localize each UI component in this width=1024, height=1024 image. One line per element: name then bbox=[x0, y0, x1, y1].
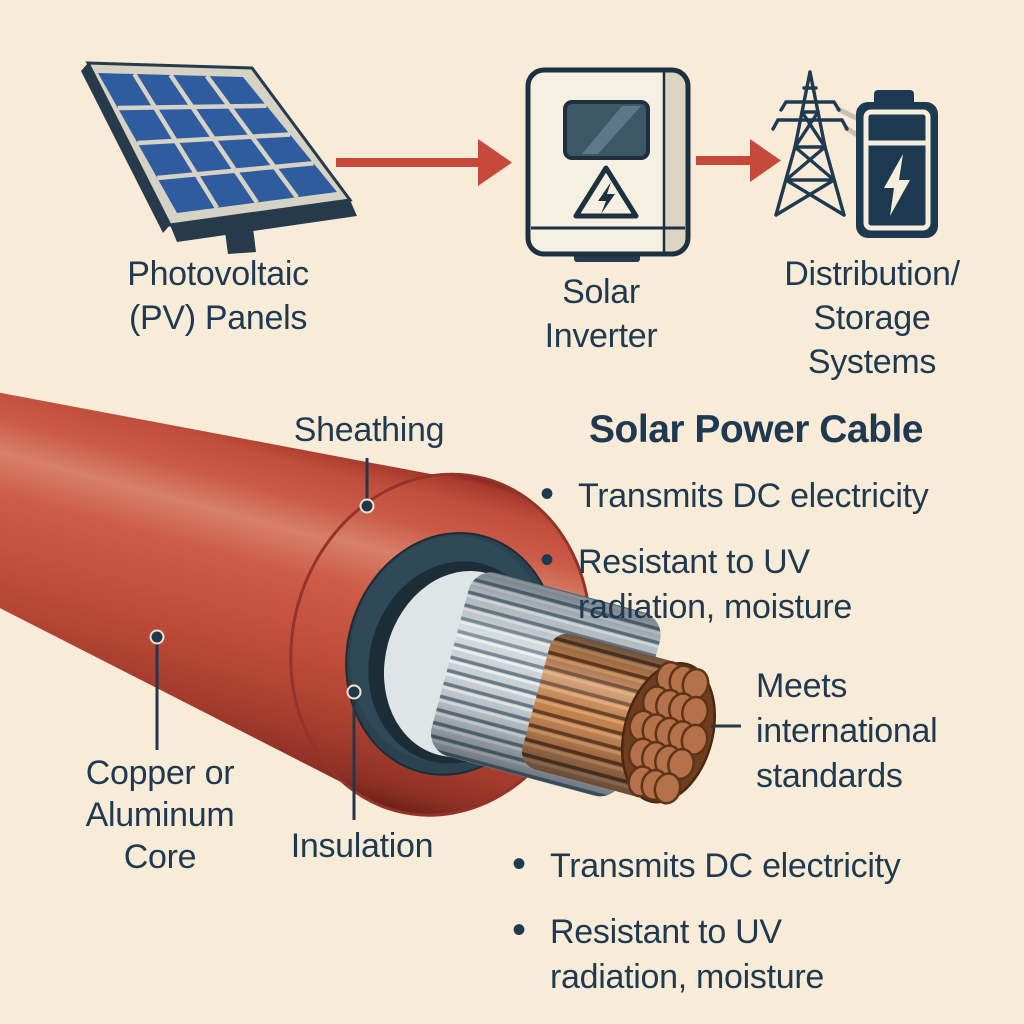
copper-strand-end bbox=[653, 772, 682, 805]
tower-lattice bbox=[771, 70, 849, 217]
cable-title: Solar Power Cable bbox=[589, 408, 923, 451]
battery-icon bbox=[856, 90, 938, 238]
arrow-1-shaft bbox=[336, 158, 480, 167]
feature-item: Resistant to UV radiation, moisture bbox=[508, 908, 1008, 1000]
arrow-2-shaft bbox=[696, 156, 752, 165]
warning-bolt-icon bbox=[598, 182, 615, 214]
distribution-storage-label: Distribution/ Storage Systems bbox=[784, 255, 960, 381]
panel-stand bbox=[225, 228, 256, 254]
feature-list-top: Transmits DC electricity Resistant to UV… bbox=[536, 472, 1016, 651]
cable-group bbox=[0, 386, 717, 817]
core-leader-dot bbox=[149, 629, 165, 645]
panel-bottom-edge bbox=[170, 200, 357, 242]
standards-callout: Meets international standards bbox=[756, 667, 938, 795]
feature-item: Transmits DC electricity bbox=[536, 472, 1016, 519]
inverter-side-panel bbox=[664, 71, 686, 253]
sheathing-leader-dot bbox=[359, 498, 375, 514]
battery-bolt-icon bbox=[884, 154, 910, 216]
panel-left-edge bbox=[81, 63, 170, 233]
feature-item: Transmits DC electricity bbox=[508, 842, 1008, 889]
flow-arrows bbox=[336, 139, 781, 186]
inverter-outline bbox=[525, 67, 691, 257]
core-label: Copper or Aluminum Core bbox=[85, 754, 235, 876]
copper-strand-ends bbox=[627, 660, 710, 805]
pv-panels-label: Photovoltaic (PV) Panels bbox=[127, 255, 309, 337]
solar-inverter-label: Solar Inverter bbox=[544, 273, 658, 355]
solar-panel-icon bbox=[81, 61, 357, 254]
inverter-screen-shine bbox=[582, 106, 641, 154]
arrow-1-head bbox=[478, 139, 512, 186]
warning-triangle-icon bbox=[573, 165, 639, 219]
inverter-icon bbox=[525, 67, 691, 262]
feature-list-bottom: Transmits DC electricity Resistant to UV… bbox=[508, 842, 1008, 1021]
insulation-leader-dot bbox=[346, 684, 362, 700]
panel-grid-lines bbox=[117, 72, 314, 209]
battery-inner-outline bbox=[863, 109, 931, 231]
arrow-2-head bbox=[750, 139, 781, 182]
sheathing-label: Sheathing bbox=[293, 411, 445, 449]
insulation-label: Insulation bbox=[290, 827, 434, 865]
feature-item: Resistant to UV radiation, moisture bbox=[536, 538, 1016, 630]
